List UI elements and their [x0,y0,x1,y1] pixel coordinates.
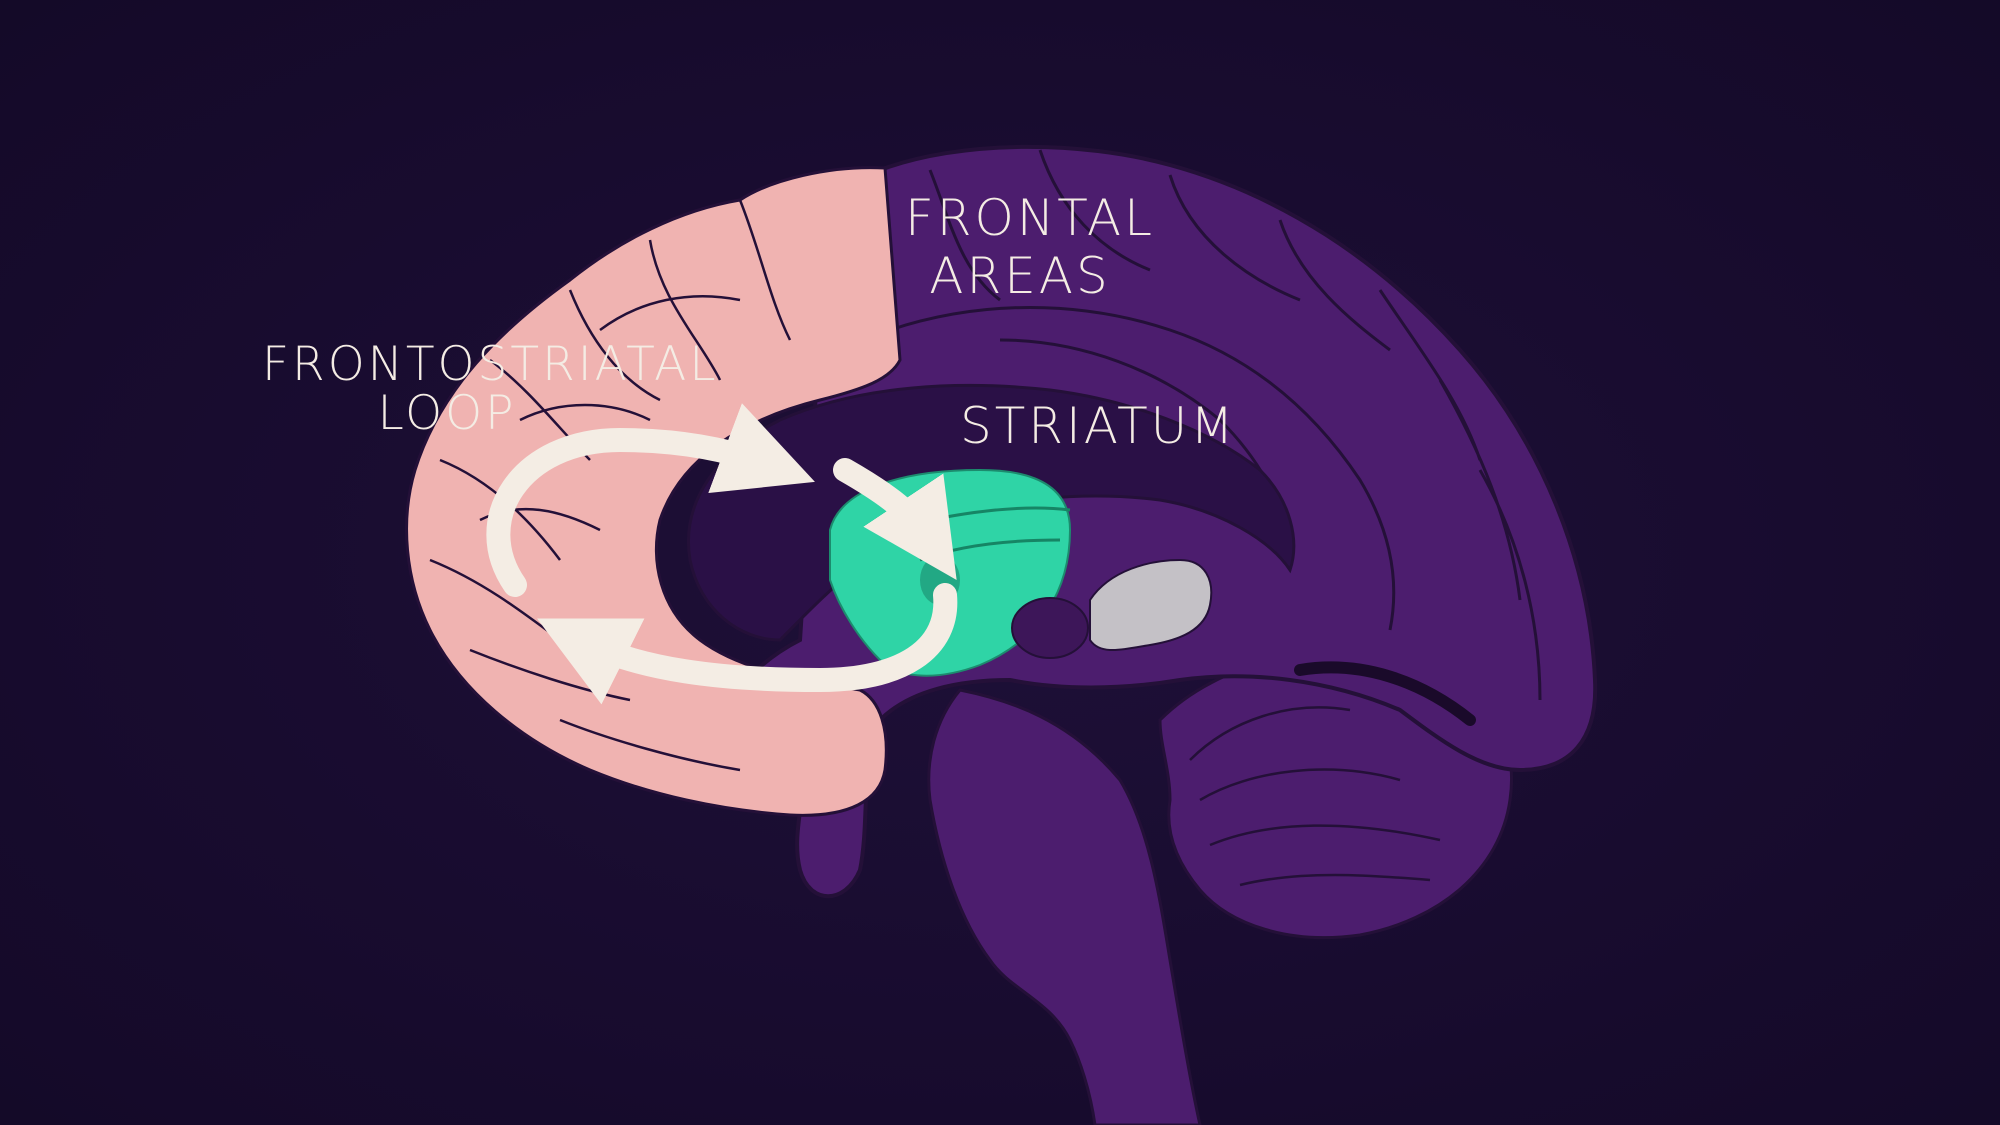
frontal-areas-label-line1: FRONTAL [905,189,1155,247]
frontostriatal-loop-arrows [486,403,958,705]
thalamus [1011,597,1089,659]
loop-arrow-top [486,403,815,597]
frontostriatal-loop-label-line1: FRONTOSTRIATAL [262,337,719,392]
striatum-label: STRIATUM [960,397,1237,455]
loop-arrow-bottom [537,583,958,705]
brainstem [927,688,1202,1125]
frontal-areas-label: FRONTAL AREAS [905,189,1155,305]
loop-arrow-middle [833,458,957,580]
frontostriatal-loop-label: FRONTOSTRIATAL LOOP [262,337,719,442]
ventricle [1089,558,1213,651]
frontal-areas-label-line2: AREAS [929,246,1111,305]
frontostriatal-loop-label-line2: LOOP [377,386,517,442]
frontal-region [405,166,902,817]
